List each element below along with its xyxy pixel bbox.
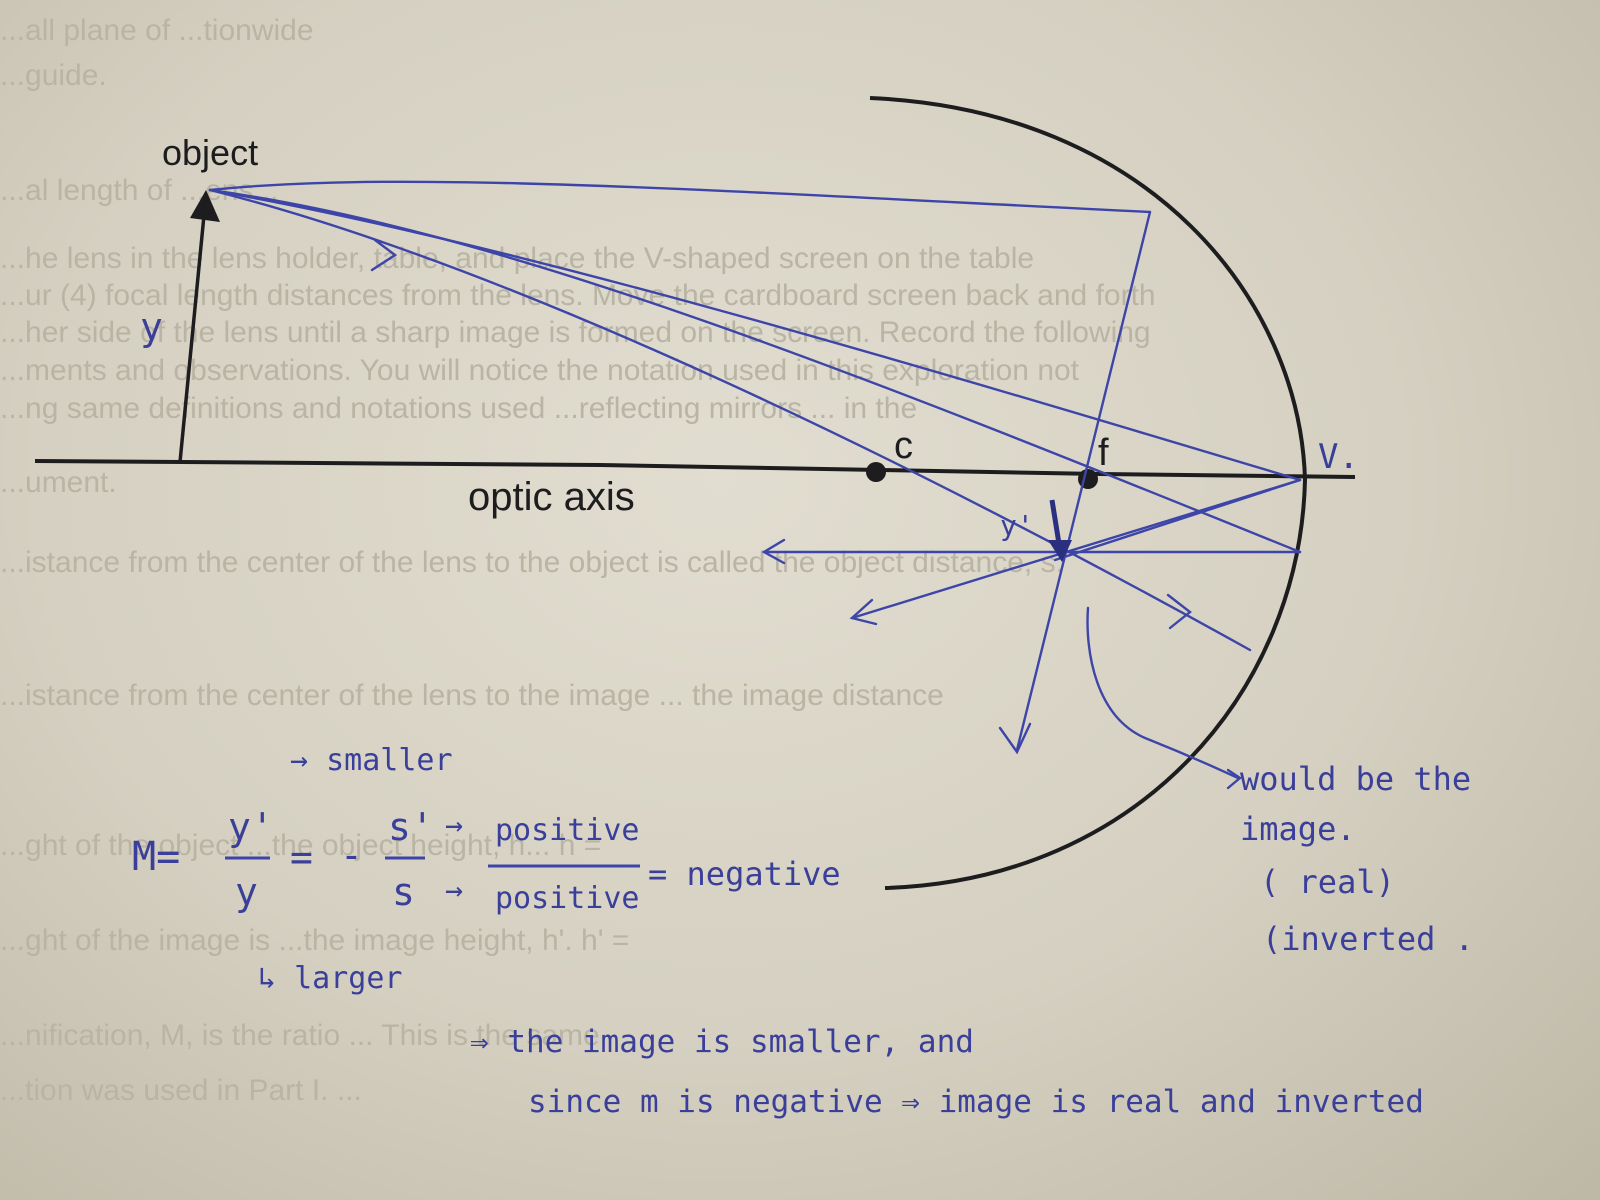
bg-line-5: ...her side of the lens until a sharp im… [0,316,1151,349]
eq-positive-top: positive [495,813,640,848]
label-c: c [894,425,913,467]
bg-line-6: ...ments and observations. You will noti… [0,354,1080,387]
conclusion-line-1: ⇒ the image is smaller, and [470,1024,974,1060]
optic-axis-line [34,459,1356,479]
label-optic-axis: optic axis [468,475,635,519]
bg-line-8: ...ument. [0,466,117,499]
eq-equals: = [290,835,313,879]
note-line-1: would be the [1240,760,1471,798]
label-vertex: V. [1318,437,1359,477]
bg-line-11: ...ght of the object ...the object heigh… [0,829,601,862]
note-line-2: image. [1240,810,1356,848]
note-larger: ↳ larger [258,961,403,996]
eq-minus: - [340,833,363,877]
ray-to-vertex [208,188,1302,482]
label-object: object [162,132,258,173]
eq-arrow-bottom: → [445,873,463,908]
bg-line-4: ...ur (4) focal length distances from th… [0,279,1156,312]
label-y: y [140,305,163,349]
magnification-equation: → smaller M= y' y = - s' s → → positive … [132,743,841,996]
eq-result: = negative [648,855,841,893]
note-line-3: ( real) [1260,863,1395,901]
ray-tracing [208,180,1302,790]
note-pointer [1086,606,1240,780]
ray-extra [1053,478,1302,562]
eq-s: s [392,870,415,914]
label-y-prime: y' [1000,509,1034,542]
note-line-4: (inverted . [1262,920,1474,958]
bg-line-1: ...guide. [0,59,107,92]
bg-line-13: ...nification, M, is the ratio ... This … [0,1019,600,1052]
eq-denominator: y [235,870,258,914]
eq-arrow-top: → [445,808,463,843]
image-note: would be the image. ( real) (inverted . [1240,760,1474,958]
eq-m: M= [132,834,180,880]
point-f [1078,469,1098,489]
ray-vertex-reflect [850,478,1302,620]
bg-line-0: ...all plane of ...tionwide [0,14,314,47]
concave-mirror [869,96,1308,890]
conclusion-line-2: since m is negative ⇒ image is real and … [528,1084,1424,1120]
note-smaller: → smaller [290,743,453,778]
conclusion: ⇒ the image is smaller, and since m is n… [470,1024,1424,1120]
ray-reflect-through-f [1015,210,1152,752]
background-text: ...all plane of ...tionwide ...guide. ..… [0,14,1156,1107]
label-f: f [1098,432,1109,474]
object-arrow [178,190,220,463]
bg-line-14: ...tion was used in Part I. ... [0,1074,362,1107]
eq-positive-bottom: positive [495,881,640,916]
point-c [866,462,886,482]
eq-numerator: y' [228,805,274,849]
ray-through-f-parallel [208,188,1302,554]
bg-line-7: ...ng same definitions and notations use… [0,392,917,425]
bg-line-3: ...he lens in the lens holder, table, an… [0,242,1034,275]
bg-line-10: ...istance from the center of the lens t… [0,679,944,712]
bg-line-2: ...al length of ...ens... [0,174,279,207]
eq-s-prime: s' [388,805,434,849]
bg-line-12: ...ght of the image is ...the image heig… [0,924,629,957]
ray-parallel [208,180,1152,214]
